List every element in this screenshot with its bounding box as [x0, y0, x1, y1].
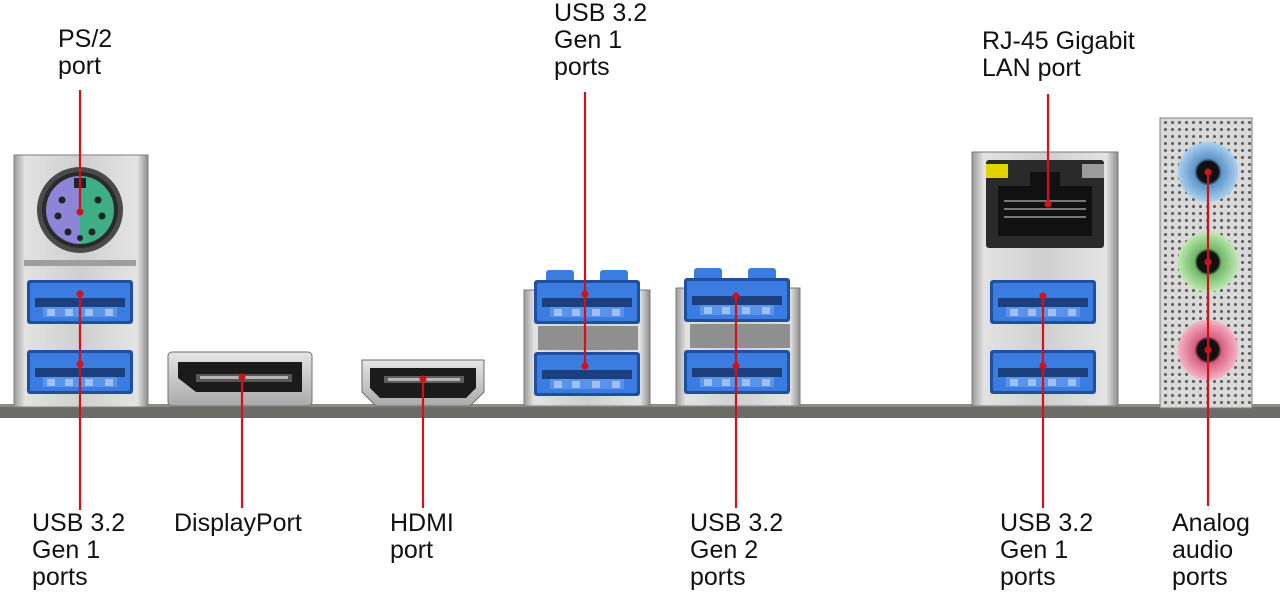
callout-lines: [78, 90, 1210, 510]
label-rj45-lan-port: RJ-45 Gigabit LAN port: [982, 27, 1135, 82]
label-hdmi-port: HDMI port: [390, 509, 454, 564]
callout-dots: [76, 168, 1212, 383]
usb-gen1-dual-stack: [523, 270, 651, 407]
label-displayport: DisplayPort: [174, 509, 302, 537]
label-usb-gen1-top: USB 3.2 Gen 1 ports: [554, 0, 648, 81]
usb-gen2-dual-stack: [675, 268, 801, 407]
label-usb-gen2: USB 3.2 Gen 2 ports: [690, 509, 784, 591]
audio-jack-panel: [1159, 117, 1253, 409]
motherboard-pcb: [0, 404, 1280, 418]
label-ps2-port: PS/2 port: [58, 25, 113, 80]
label-usb-gen1-right: USB 3.2 Gen 1 ports: [1000, 509, 1094, 591]
label-analog-audio: Analog audio ports: [1172, 509, 1250, 591]
label-usb-gen1-left: USB 3.2 Gen 1 ports: [32, 509, 126, 591]
